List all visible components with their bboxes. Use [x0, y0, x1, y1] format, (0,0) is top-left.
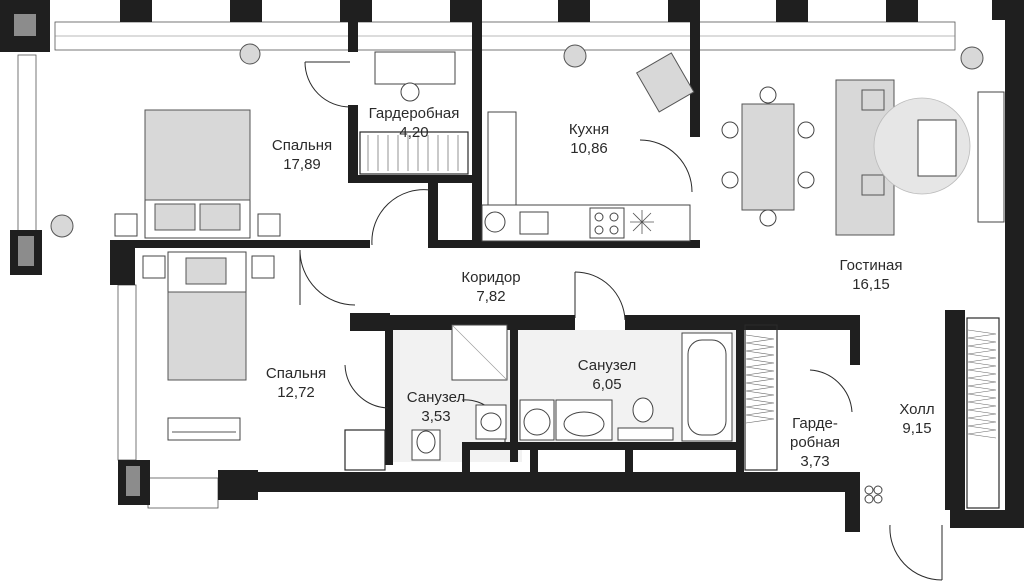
wardrobe-shelves: [344, 131, 1000, 509]
room-name: Кухня: [568, 121, 610, 138]
room-name-line2: робная: [789, 434, 841, 451]
room-area: 16,15: [852, 276, 890, 293]
room-name-line1: Гарде-: [792, 415, 838, 432]
walls: [0, 0, 1024, 532]
left-windows: [17, 54, 219, 509]
room-label-bedroom-2: Спальня 12,72: [266, 364, 326, 402]
room-label-wardrobe-1: Гардеробная 4,20: [369, 104, 460, 142]
armchair: [635, 52, 695, 113]
bathroom-1-fixtures: [411, 324, 508, 461]
room-label-living: Гостиная 16,15: [840, 256, 903, 294]
room-area: 12,72: [277, 384, 315, 401]
room-name: Коридор: [461, 269, 521, 286]
room-name: Гардеробная: [368, 105, 460, 122]
room-name: Спальня: [265, 365, 327, 382]
room-area: 17,89: [283, 156, 321, 173]
room-area: 3,53: [421, 408, 451, 425]
room-area: 7,82: [476, 288, 506, 305]
room-area: 9,15: [902, 420, 932, 437]
desk: [374, 51, 456, 102]
room-name: Холл: [899, 401, 935, 418]
room-area: 4,20: [399, 124, 429, 141]
room-name: Санузел: [406, 389, 466, 406]
sofa: [835, 79, 1005, 236]
room-area: 10,86: [570, 140, 608, 157]
room-name: Гостиная: [839, 257, 903, 274]
room-label-hall: Холл 9,15: [899, 400, 934, 438]
top-windows: [54, 21, 956, 51]
room-area: 6,05: [592, 376, 622, 393]
room-name: Спальня: [271, 137, 333, 154]
room-area: 3,73: [800, 453, 830, 470]
meters: [864, 485, 883, 504]
room-label-bath-2: Санузел 6,05: [578, 356, 636, 394]
room-label-bedroom-1: Спальня 17,89: [272, 136, 332, 174]
plants: [50, 43, 984, 238]
room-name: Санузел: [577, 357, 637, 374]
bathroom-2-fixtures: [519, 332, 733, 442]
room-label-corridor: Коридор 7,82: [461, 268, 520, 306]
kitchen-counter: [481, 111, 691, 242]
room-label-wardrobe-2: Гарде- робная 3,73: [790, 414, 840, 471]
bed-1: [114, 109, 281, 239]
dining-table: [721, 86, 815, 227]
room-label-bath-1: Санузел 3,53: [407, 388, 465, 426]
room-label-kitchen: Кухня 10,86: [569, 120, 609, 158]
doors: [299, 61, 943, 581]
bed-2: [142, 251, 275, 441]
